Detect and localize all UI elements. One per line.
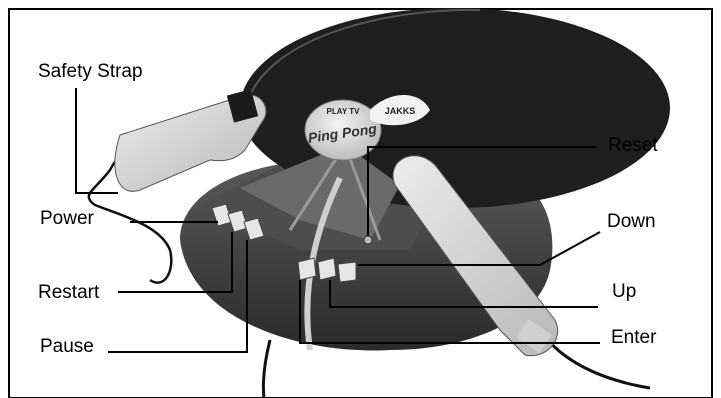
controller-photo: PLAY TV Ping Pong JAKKS (87, 8, 670, 398)
center-panel (240, 145, 400, 240)
pause-leader (108, 240, 248, 353)
right-handle (392, 155, 559, 357)
left-button-group (211, 203, 265, 241)
paddle-rim-highlight (244, 8, 481, 111)
label-reset: Reset (608, 135, 658, 156)
left-handle (114, 94, 267, 192)
restart-leader (118, 232, 233, 293)
label-restart: Restart (38, 282, 100, 303)
left-handle-clip (226, 89, 259, 123)
label-enter: Enter (611, 327, 657, 348)
label-power: Power (40, 208, 94, 229)
reset-leader (367, 146, 596, 236)
brand-logo-shape (370, 95, 430, 126)
label-pause: Pause (40, 336, 94, 357)
brand-logo-text: JAKKS (385, 106, 416, 116)
label-safety-strap: Safety Strap (38, 61, 143, 82)
panel-curve-stripe (304, 176, 343, 351)
logo-disc (304, 99, 382, 161)
safety-strap-leader (75, 88, 118, 194)
right-handle-end (516, 318, 552, 354)
pause-button (243, 217, 265, 241)
leader-lines (75, 88, 601, 353)
up-button (317, 257, 337, 281)
cord-bottom (261, 339, 272, 398)
down-leader (358, 231, 601, 266)
right-button-group (297, 257, 357, 283)
reset-button (363, 235, 373, 245)
down-button (337, 261, 357, 283)
logo-product-line: PLAY TV (327, 107, 361, 116)
up-leader (329, 280, 598, 308)
enter-leader (299, 280, 600, 344)
label-up: Up (612, 281, 637, 302)
label-down: Down (607, 211, 656, 232)
enter-button (297, 257, 317, 281)
